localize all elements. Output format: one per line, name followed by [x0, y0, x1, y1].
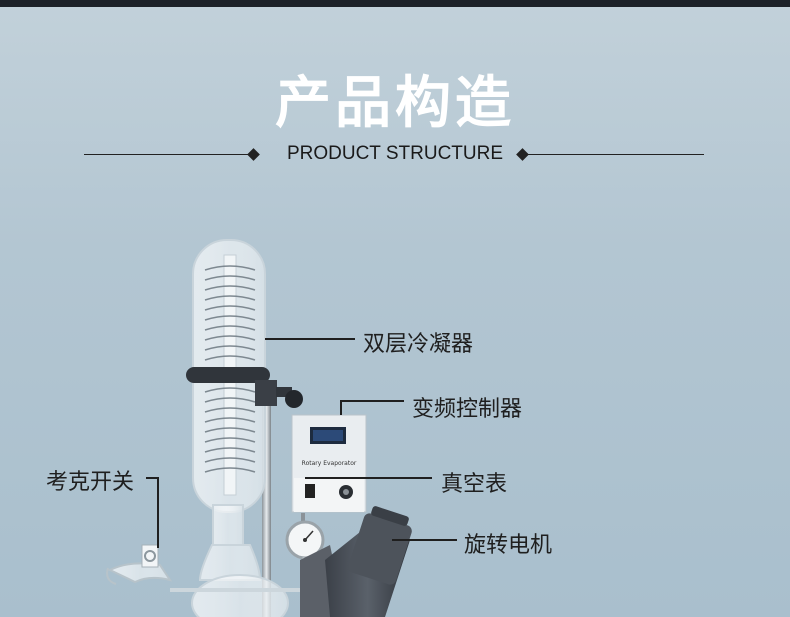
- page-subtitle: PRODUCT STRUCTURE: [286, 143, 504, 164]
- support-rod: [262, 395, 271, 617]
- label-condenser: 双层冷凝器: [363, 332, 474, 357]
- controller-panel-caption: Rotary Evaporator: [302, 460, 357, 467]
- label-rotary-motor: 旋转电机: [464, 533, 553, 558]
- glass-flask: [170, 544, 300, 617]
- condenser-clamp: [186, 367, 303, 408]
- subtitle-divider-left: [84, 154, 250, 155]
- top-bar: [0, 0, 790, 7]
- double-layer-condenser: [192, 239, 266, 546]
- frequency-controller: [291, 414, 367, 513]
- controller-leader-line: [340, 400, 404, 415]
- subtitle-divider-right: [527, 154, 704, 155]
- label-stopcock-valve: 考克开关: [46, 470, 135, 495]
- valve-leader-line: [146, 477, 159, 548]
- stopcock-valve: [106, 544, 173, 585]
- rotary-motor: [300, 506, 412, 617]
- label-controller: 变频控制器: [412, 397, 523, 422]
- label-vacuum-gauge: 真空表: [441, 472, 508, 497]
- page-title: 产品构造: [275, 71, 515, 136]
